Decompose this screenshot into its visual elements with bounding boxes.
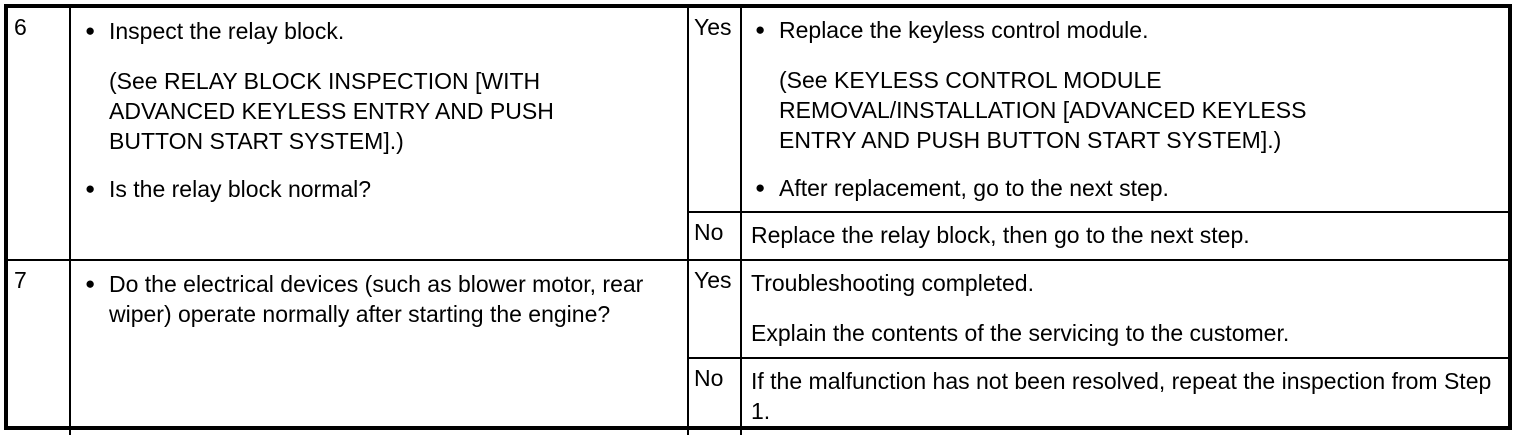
- answer-reference-note: (See KEYLESS CONTROL MODULE REMOVAL/INST…: [779, 66, 1307, 153]
- answer-label: No: [694, 365, 724, 392]
- result-row-yes: Yes Troubleshooting completed. Explain t…: [689, 261, 1512, 359]
- step-number-cell: 7: [8, 260, 71, 435]
- result-cell: Yes Troubleshooting completed. Explain t…: [687, 260, 1512, 435]
- step-number: 7: [14, 267, 27, 294]
- answer-content: ● Replace the keyless control module. (S…: [742, 8, 1512, 211]
- answer-label-cell: Yes: [689, 8, 742, 213]
- action-reference-note: (See RELAY BLOCK INSPECTION [WITH ADVANC…: [109, 67, 554, 154]
- answer-text: Replace the relay block, then go to the …: [751, 222, 1250, 249]
- result-row-yes: Yes ● Replace the keyless control module…: [689, 8, 1512, 213]
- answer-text: Troubleshooting completed.: [751, 270, 1034, 297]
- action-bullet-text: Is the relay block normal?: [109, 175, 372, 202]
- answer-label: Yes: [694, 14, 732, 40]
- action-bullet-text: Do the electrical devices (such as blowe…: [109, 271, 644, 328]
- table-row: 7 ● Do the electrical devices (such as b…: [8, 260, 1512, 435]
- list-item: ● Inspect the relay block.: [81, 17, 679, 47]
- bullet-icon: ●: [85, 274, 96, 294]
- answer-content: Troubleshooting completed. Explain the c…: [742, 261, 1512, 357]
- spacer: [751, 46, 1506, 66]
- action-content: ● Do the electrical devices (such as blo…: [71, 261, 687, 340]
- list-item: ● Do the electrical devices (such as blo…: [81, 270, 679, 330]
- spacer: [81, 47, 679, 67]
- answer-content-cell: Replace the relay block, then go to the …: [741, 211, 1512, 260]
- result-row-no: No If the malfunction has not been resol…: [689, 357, 1512, 435]
- bullet-icon: ●: [755, 20, 766, 39]
- table-row: 6 ● Inspect the relay block. (See RELAY …: [8, 8, 1512, 262]
- answer-label-cell: No: [689, 211, 742, 260]
- result-row-no: No Replace the relay block, then go to t…: [689, 211, 1512, 260]
- answer-content-cell: If the malfunction has not been resolved…: [741, 357, 1512, 435]
- answer-content-cell: Troubleshooting completed. Explain the c…: [741, 261, 1512, 358]
- bullet-icon: ●: [85, 178, 96, 198]
- answer-label: No: [694, 219, 724, 246]
- answer-label-cell: No: [689, 357, 742, 435]
- answer-text: If the malfunction has not been resolved…: [751, 368, 1492, 425]
- action-cell: ● Inspect the relay block. (See RELAY BL…: [69, 8, 689, 262]
- bullet-icon: ●: [755, 177, 766, 197]
- action-cell: ● Do the electrical devices (such as blo…: [69, 260, 689, 435]
- answer-bullet-text: Replace the keyless control module.: [779, 17, 1149, 43]
- answer-content-cell: ● Replace the keyless control module. (S…: [741, 8, 1512, 212]
- spacer: [751, 156, 1506, 174]
- answer-content: Replace the relay block, then go to the …: [742, 213, 1512, 259]
- answer-bullet-text: After replacement, go to the next step.: [779, 174, 1169, 201]
- bullet-icon: ●: [85, 21, 96, 40]
- step-number-cell: 6: [8, 8, 71, 262]
- spacer: [751, 299, 1506, 319]
- action-content: ● Inspect the relay block. (See RELAY BL…: [71, 8, 687, 214]
- diagnostic-table: 6 ● Inspect the relay block. (See RELAY …: [4, 4, 1512, 435]
- result-split-table: Yes ● Replace the keyless control module…: [689, 8, 1512, 260]
- answer-label-cell: Yes: [689, 261, 742, 359]
- list-item: ● Replace the keyless control module.: [751, 16, 1506, 46]
- result-split-table: Yes Troubleshooting completed. Explain t…: [689, 261, 1512, 435]
- list-item: ● Is the relay block normal?: [81, 175, 679, 205]
- step-number: 6: [14, 14, 27, 40]
- action-bullet-text: Inspect the relay block.: [109, 18, 345, 44]
- result-cell: Yes ● Replace the keyless control module…: [687, 8, 1512, 262]
- answer-text-secondary: Explain the contents of the servicing to…: [751, 320, 1290, 347]
- spacer: [81, 157, 679, 175]
- answer-content: If the malfunction has not been resolved…: [742, 359, 1512, 435]
- table-grid: 6 ● Inspect the relay block. (See RELAY …: [8, 8, 1512, 435]
- answer-label: Yes: [694, 267, 732, 294]
- list-item: ● After replacement, go to the next step…: [751, 174, 1506, 204]
